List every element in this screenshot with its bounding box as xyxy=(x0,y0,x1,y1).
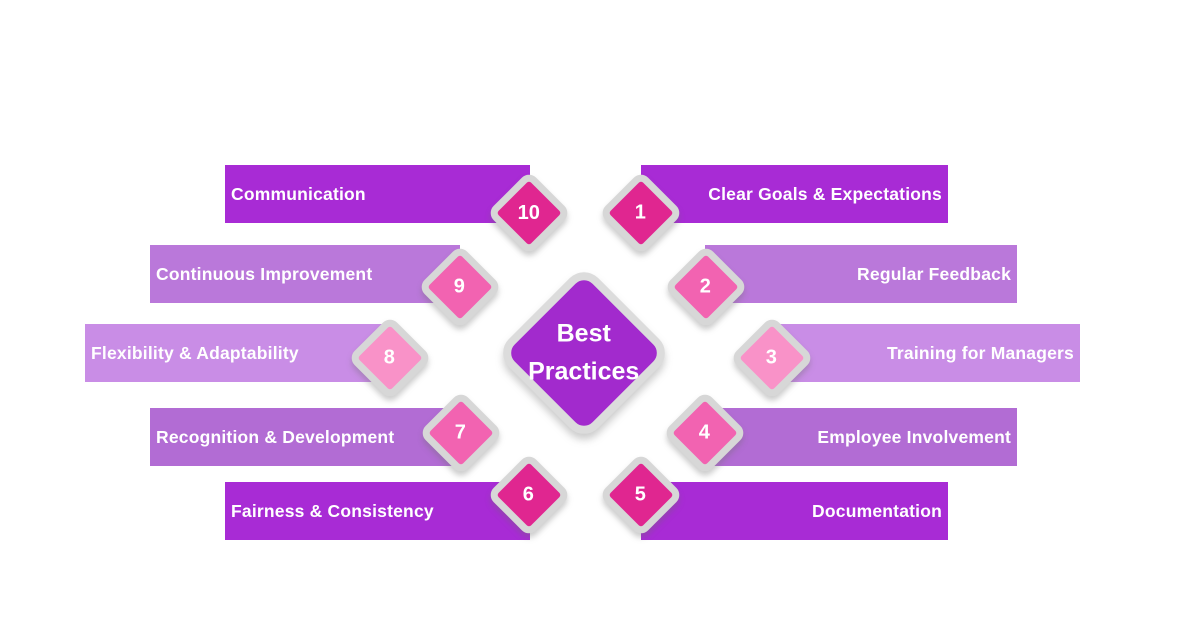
diamond-number-5-label: 5 xyxy=(635,483,647,506)
center-diamond: Best Practices xyxy=(494,263,674,443)
diamond-number-9-label: 9 xyxy=(454,275,466,298)
bar-training-for-managers: Training for Managers xyxy=(770,324,1080,382)
diamond-number-6-label: 6 xyxy=(523,483,535,506)
bar-fairness-consistency: Fairness & Consistency xyxy=(225,482,530,540)
bar-label-communication: Communication xyxy=(231,183,366,204)
bar-label-regular-feedback: Regular Feedback xyxy=(857,263,1011,284)
bar-clear-goals-expectations: Clear Goals & Expectations xyxy=(641,165,948,223)
bar-employee-involvement: Employee Involvement xyxy=(704,408,1017,466)
bar-label-employee-involvement: Employee Involvement xyxy=(817,426,1011,447)
bar-label-flexibility-adaptability: Flexibility & Adaptability xyxy=(91,342,299,363)
best-practices-title-line1: Best xyxy=(556,320,612,349)
best-practices-title: Best Practices xyxy=(528,315,639,391)
bar-label-training-for-managers: Training for Managers xyxy=(886,342,1074,363)
diamond-number-2-label: 2 xyxy=(700,275,712,298)
diamond-number-7-label: 7 xyxy=(455,421,467,444)
best-practices-title-line2: Practices xyxy=(528,358,640,387)
bar-label-fairness-consistency: Fairness & Consistency xyxy=(231,500,434,521)
bar-label-continuous-improvement: Continuous Improvement xyxy=(156,263,373,284)
bar-regular-feedback: Regular Feedback xyxy=(705,245,1017,303)
diamond-number-1-label: 1 xyxy=(635,201,647,224)
bar-communication: Communication xyxy=(225,165,530,223)
diamond-number-10-label: 10 xyxy=(517,201,541,224)
diamond-number-3-label: 3 xyxy=(766,346,778,369)
diamond-number-4-label: 4 xyxy=(699,421,711,444)
bar-label-recognition-development: Recognition & Development xyxy=(156,426,395,447)
bar-label-documentation: Documentation xyxy=(812,500,942,521)
bar-recognition-development: Recognition & Development xyxy=(150,408,462,466)
bar-flexibility-adaptability: Flexibility & Adaptability xyxy=(85,324,392,382)
bar-label-clear-goals-expectations: Clear Goals & Expectations xyxy=(708,183,942,204)
bar-documentation: Documentation xyxy=(641,482,948,540)
diamond-number-8-label: 8 xyxy=(384,346,396,369)
bar-continuous-improvement: Continuous Improvement xyxy=(150,245,460,303)
